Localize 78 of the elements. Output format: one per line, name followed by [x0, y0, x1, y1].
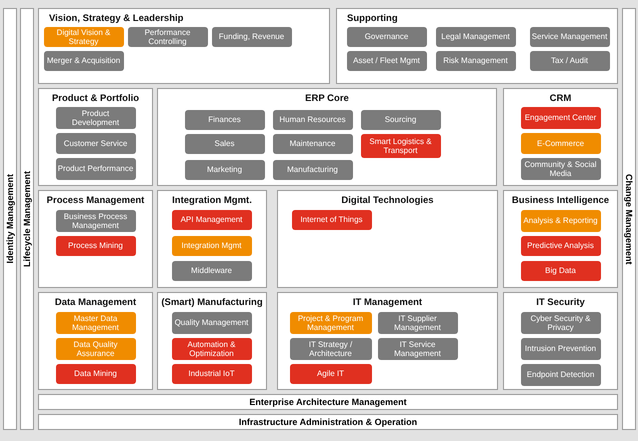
capability-tile: Agile IT — [290, 364, 372, 384]
capability-panel — [157, 292, 267, 390]
panel-heading: (Smart) Manufacturing — [160, 297, 264, 308]
layer-band: Lifecycle Management — [20, 8, 34, 430]
panel-heading: IT Management — [352, 297, 424, 308]
capability-tile: Merger & Acquisition — [44, 50, 124, 70]
panel-heading: IT Security — [535, 297, 586, 308]
capability-panel — [157, 190, 267, 288]
capability-tile: Endpoint Detection — [520, 364, 600, 386]
capability-tile: Product Performance — [56, 158, 136, 180]
capability-tile: Integration Mgmt — [172, 236, 252, 256]
capability-tile: Project & Program Management — [290, 312, 372, 334]
capability-tile: Finances — [184, 110, 264, 130]
panel-heading: Digital Technologies — [340, 195, 435, 206]
capability-tile: Digital Vision & Strategy — [44, 26, 124, 46]
capability-panel — [38, 8, 330, 84]
capability-tile: Quality Management — [172, 312, 252, 334]
layer-band: Change Management — [622, 8, 636, 430]
capability-tile: Process Mining — [56, 236, 136, 256]
panel-heading: Data Management — [54, 297, 138, 308]
capability-tile: IT Service Management — [378, 338, 458, 360]
panel-heading: Integration Mgmt. — [171, 195, 253, 206]
capability-tile: Risk Management — [436, 50, 516, 70]
capability-tile: Engagement Center — [520, 106, 600, 128]
capability-tile: IT Supplier Management — [378, 312, 458, 334]
capability-tile: IT Strategy / Architecture — [290, 338, 372, 360]
capability-tile: Marketing — [184, 160, 264, 180]
panel-heading: Business Intelligence — [510, 195, 610, 206]
capability-panel — [38, 292, 153, 390]
capability-tile: Cyber Security & Privacy — [520, 312, 600, 334]
capability-tile: Smart Logistics & Transport — [360, 134, 440, 158]
layer-band: Identity Management — [3, 8, 17, 430]
capability-panel — [277, 190, 498, 288]
capability-tile: Service Management — [530, 26, 610, 46]
capability-tile: Big Data — [520, 260, 600, 280]
capability-panel — [503, 88, 618, 186]
capability-tile: Community & Social Media — [520, 158, 600, 180]
capability-panel — [503, 292, 618, 390]
capability-panel — [503, 190, 618, 288]
capability-panel — [38, 88, 153, 186]
capability-panel — [277, 292, 498, 390]
capability-tile: Industrial IoT — [172, 364, 252, 384]
layer-band: Enterprise Architecture Management — [38, 394, 618, 410]
capability-panel — [38, 190, 153, 288]
layer-band: Infrastructure Administration & Operation — [38, 414, 618, 430]
capability-tile: Customer Service — [56, 132, 136, 154]
capability-tile: Maintenance — [272, 134, 352, 154]
capability-tile: Analysis & Reporting — [520, 210, 600, 232]
capability-tile: Legal Management — [436, 26, 516, 46]
capability-tile: Automation & Optimization — [172, 338, 252, 360]
panel-heading: Process Management — [46, 195, 146, 206]
capability-tile: Internet of Things — [292, 210, 372, 230]
capability-tile: Manufacturing — [272, 160, 352, 180]
capability-panel — [336, 8, 618, 84]
capability-tile: Intrusion Prevention — [520, 338, 600, 360]
capability-tile: Governance — [346, 26, 426, 46]
capability-tile: Sales — [184, 134, 264, 154]
capability-panel — [157, 88, 497, 186]
capability-tile: Predictive Analysis — [520, 236, 600, 256]
panel-heading: Product & Portfolio — [50, 93, 140, 104]
capability-tile: Performance Controlling — [128, 26, 208, 46]
panel-heading: Supporting — [347, 13, 398, 24]
capability-tile: API Management — [172, 210, 252, 230]
panel-heading: ERP Core — [304, 93, 350, 104]
capability-tile: Funding, Revenue — [212, 26, 292, 46]
panel-heading: Vision, Strategy & Leadership — [49, 13, 184, 24]
capability-tile: Product Development — [56, 106, 136, 128]
capability-tile: Business Process Management — [56, 210, 136, 232]
capability-tile: Master Data Management — [56, 312, 136, 334]
capability-tile: Data Mining — [56, 364, 136, 384]
capability-tile: Human Resources — [272, 110, 352, 130]
capability-tile: Asset / Fleet Mgmt — [346, 50, 426, 70]
capability-tile: E-Commerce — [520, 132, 600, 154]
capability-tile: Tax / Audit — [530, 50, 610, 70]
capability-tile: Sourcing — [360, 110, 440, 130]
capability-tile: Middleware — [172, 260, 252, 280]
capability-tile: Data Quality Assurance — [56, 338, 136, 360]
panel-heading: CRM — [548, 93, 572, 104]
